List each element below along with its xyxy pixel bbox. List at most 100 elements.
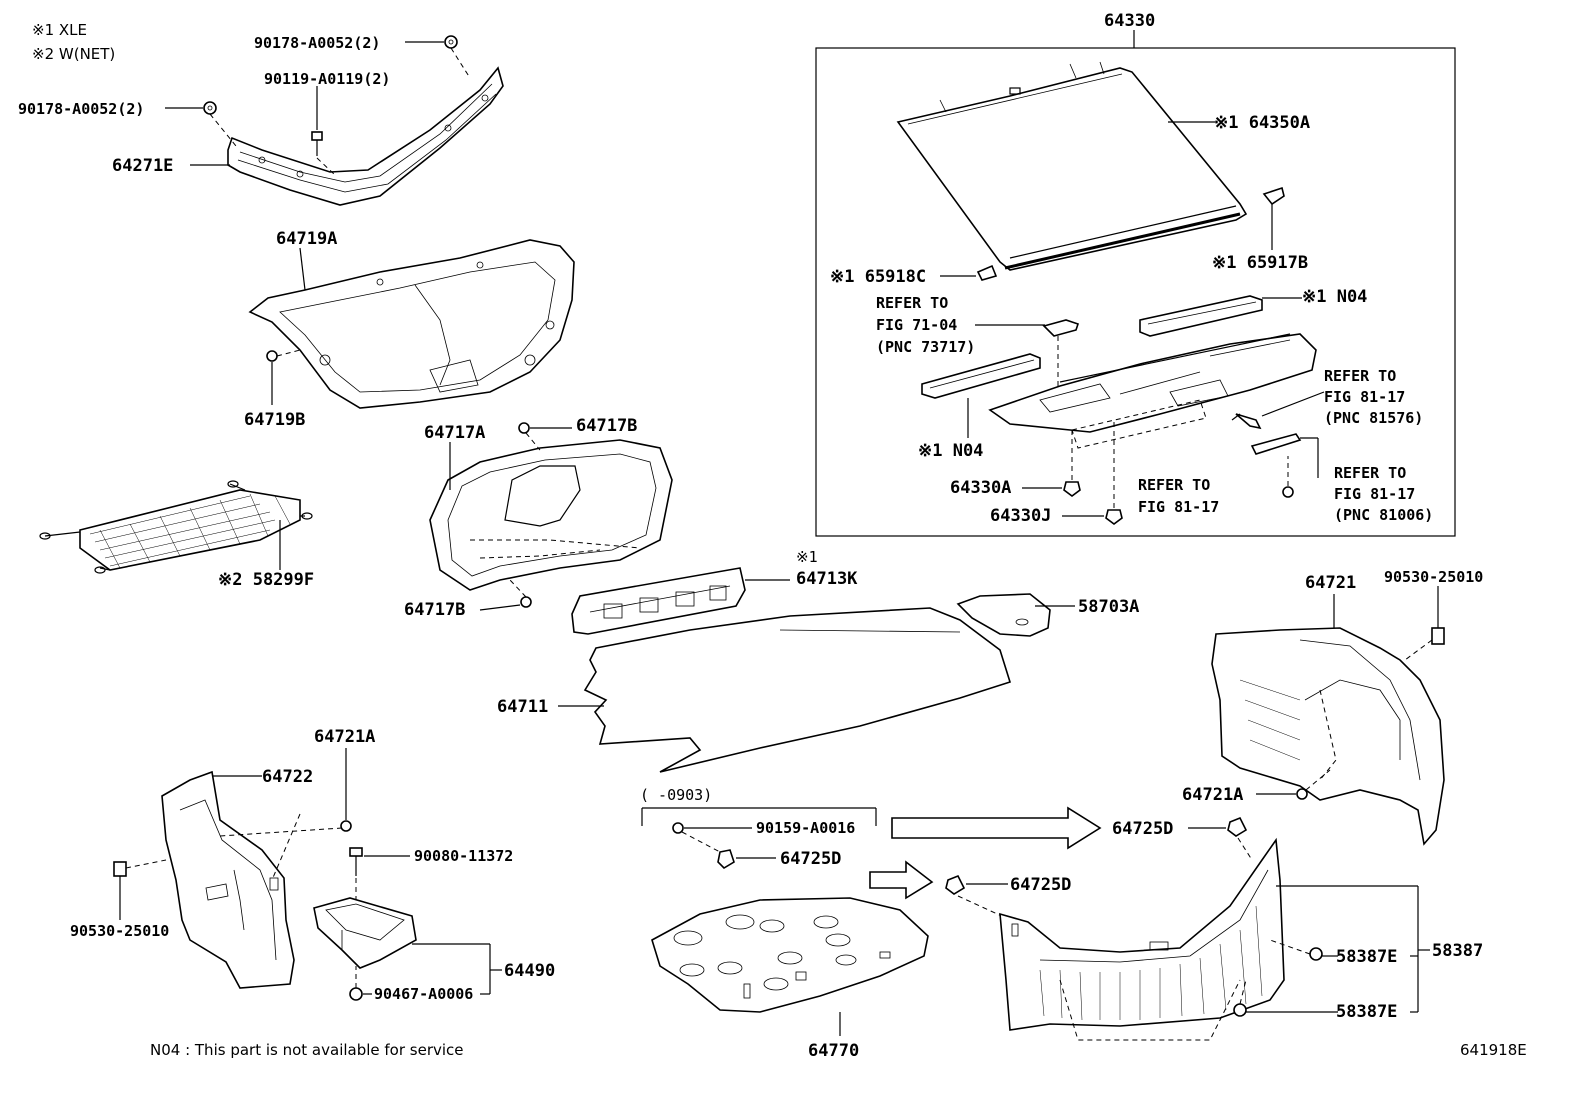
group-box-64330 xyxy=(815,47,1456,537)
label-range-0903: ( -0903) xyxy=(640,786,712,804)
label-90119-A0119: 90119-A0119(2) xyxy=(264,70,390,88)
figure-id: 641918E xyxy=(1460,1041,1527,1059)
bolt-90119 xyxy=(311,131,323,156)
label-N04-top: ※1 N04 xyxy=(1302,287,1367,307)
label-65917B: ※1 65917B xyxy=(1212,253,1308,273)
part-64711 xyxy=(583,607,1012,773)
arrow-right-small xyxy=(869,860,934,900)
clip-58387E-a xyxy=(1269,939,1323,961)
clip-64721A-right xyxy=(1296,769,1331,800)
clip-64719B xyxy=(266,349,301,362)
part-58299F xyxy=(39,480,313,574)
part-64722 xyxy=(161,770,295,989)
arrow-right-large xyxy=(891,806,1102,850)
label-90178-A0052-left: 90178-A0052(2) xyxy=(18,100,144,118)
label-58387: 58387 xyxy=(1432,941,1483,961)
screw-refer-81-17 xyxy=(1282,456,1294,498)
clip-64717B-bottom xyxy=(509,579,532,608)
part-64770 xyxy=(651,897,929,1013)
label-64271E: 64271E xyxy=(112,156,173,176)
label-64490: 64490 xyxy=(504,961,555,981)
fastener-90178-left xyxy=(203,101,217,115)
part-58703A xyxy=(956,593,1051,637)
part-N04-top xyxy=(1139,295,1263,337)
part-N04-bottom xyxy=(921,353,1041,399)
clip-64717B-top xyxy=(518,422,541,451)
clip-64725D-a xyxy=(681,831,735,870)
label-64721A-left: 64721A xyxy=(314,727,375,747)
clip-90530-right xyxy=(1404,627,1445,661)
label-refer-fig81-17-line1: REFER TO xyxy=(1138,476,1210,494)
label-64713K-mark: ※1 xyxy=(796,548,818,566)
label-58299F: ※2 58299F xyxy=(218,570,314,590)
label-refer-fig71-line3: (PNC 73717) xyxy=(876,338,975,356)
label-64330J: 64330J xyxy=(990,506,1051,526)
label-64713K: 64713K xyxy=(796,569,858,589)
label-90467-A0006: 90467-A0006 xyxy=(374,985,473,1003)
label-refer-fig81-576-line3: (PNC 81576) xyxy=(1324,409,1423,427)
part-package-tray xyxy=(988,333,1317,433)
label-90530-25010-left: 90530-25010 xyxy=(70,922,169,940)
label-refer-fig81-576-line2: FIG 81-17 xyxy=(1324,388,1405,406)
clip-64330A xyxy=(1063,430,1081,497)
label-64711: 64711 xyxy=(497,697,548,717)
label-refer-fig71-line1: REFER TO xyxy=(876,294,948,312)
clip-90530-left xyxy=(113,859,167,877)
label-90080-11372: 90080-11372 xyxy=(414,847,513,865)
part-64719A xyxy=(248,239,575,409)
part-58387 xyxy=(999,837,1285,1041)
fastener-90178-top xyxy=(444,35,458,49)
bracket-refer-71-04 xyxy=(1042,319,1080,337)
part-64490 xyxy=(313,897,417,969)
label-refer-fig81-006-line1: REFER TO xyxy=(1334,464,1406,482)
label-refer-fig71-line2: FIG 71-04 xyxy=(876,316,957,334)
label-refer-fig81-17-line2: FIG 81-17 xyxy=(1138,498,1219,516)
label-90159-A0016: 90159-A0016 xyxy=(756,819,855,837)
label-64330A: 64330A xyxy=(950,478,1011,498)
label-64719A: 64719A xyxy=(276,229,337,249)
legend-xle: ※1 XLE xyxy=(32,21,87,39)
part-65917B xyxy=(1262,186,1285,206)
clip-58387E-b xyxy=(1233,979,1247,1017)
label-refer-fig81-006-line3: (PNC 81006) xyxy=(1334,506,1433,524)
bolt-90080 xyxy=(349,847,363,900)
part-64721 xyxy=(1211,627,1445,846)
label-64721: 64721 xyxy=(1305,573,1356,593)
label-64717B-top: 64717B xyxy=(576,416,637,436)
label-64350A: ※1 64350A xyxy=(1214,113,1310,133)
bracket-refer-81006 xyxy=(1250,433,1302,455)
label-64725D-b: 64725D xyxy=(1112,819,1173,839)
bracket-refer-81576 xyxy=(1231,413,1262,430)
label-refer-fig81-576-line1: REFER TO xyxy=(1324,367,1396,385)
label-refer-fig81-006-line2: FIG 81-17 xyxy=(1334,485,1415,503)
label-58703A: 58703A xyxy=(1078,597,1139,617)
label-64770: 64770 xyxy=(808,1041,859,1061)
part-64350A xyxy=(896,61,1248,271)
part-64271E xyxy=(227,66,504,206)
nut-90467 xyxy=(349,966,363,1001)
footer-note: N04 : This part is not available for ser… xyxy=(150,1041,464,1059)
clip-64725D-c xyxy=(945,874,1007,919)
label-64330: 64330 xyxy=(1104,11,1155,31)
label-90530-25010-right: 90530-25010 xyxy=(1384,568,1483,586)
label-58387E-a: 58387E xyxy=(1336,947,1397,967)
part-64713K xyxy=(571,567,746,635)
clip-64725D-b xyxy=(1227,816,1253,861)
clip-64330J xyxy=(1105,420,1123,525)
clip-64721A-left xyxy=(219,813,352,881)
label-64717A: 64717A xyxy=(424,423,485,443)
label-N04-bottom: ※1 N04 xyxy=(918,441,983,461)
label-65918C: ※1 65918C xyxy=(830,267,926,287)
part-64717A xyxy=(429,439,673,591)
label-64721A-right: 64721A xyxy=(1182,785,1243,805)
label-64725D-c: 64725D xyxy=(1010,875,1071,895)
label-64719B: 64719B xyxy=(244,410,305,430)
label-58387E-b: 58387E xyxy=(1336,1002,1397,1022)
screw-90159 xyxy=(672,822,684,834)
part-65918C xyxy=(976,264,998,281)
label-64725D-a: 64725D xyxy=(780,849,841,869)
label-64717B-bottom: 64717B xyxy=(404,600,465,620)
label-90178-A0052-top: 90178-A0052(2) xyxy=(254,34,380,52)
label-64722: 64722 xyxy=(262,767,313,787)
